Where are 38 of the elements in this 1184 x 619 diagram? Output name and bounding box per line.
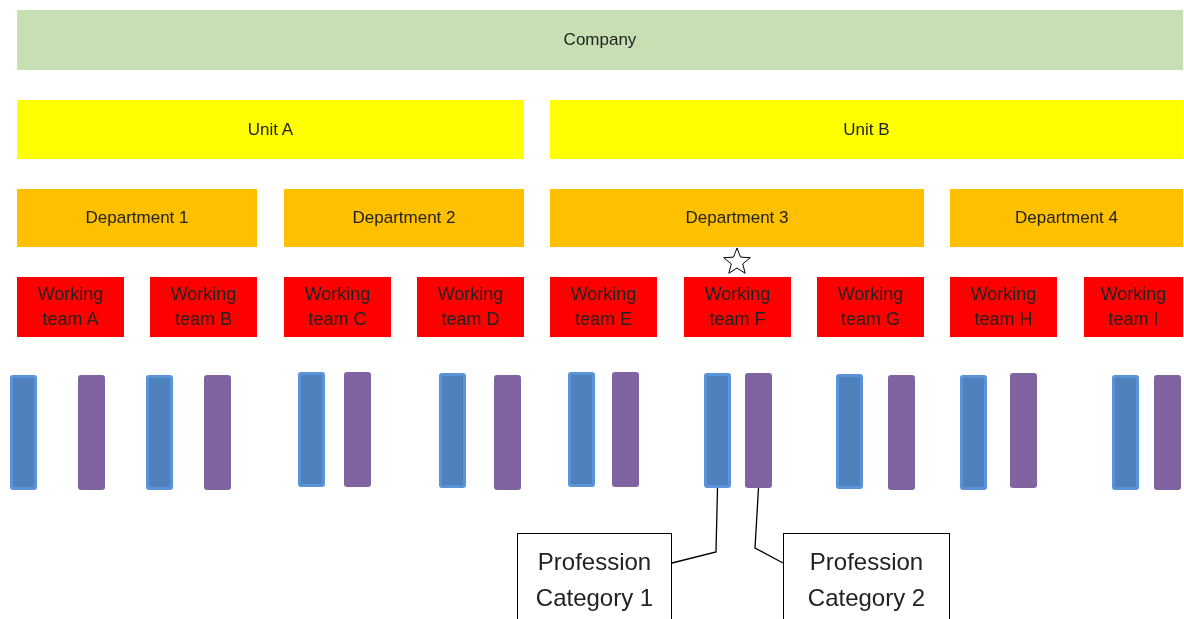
bar — [1010, 373, 1037, 488]
leader-line — [671, 487, 719, 564]
bar — [745, 373, 772, 488]
team-box: Working team B — [150, 277, 257, 337]
bar — [204, 375, 231, 490]
team-box: Working team F — [684, 277, 791, 337]
bar — [568, 372, 595, 487]
department-band: Department 1 — [17, 189, 257, 247]
bar — [439, 373, 466, 488]
team-box: Working team I — [1084, 277, 1183, 337]
bar — [1112, 375, 1139, 490]
bar — [612, 372, 639, 487]
bar — [704, 373, 731, 488]
unit-band: Unit A — [17, 100, 524, 159]
bar — [960, 375, 987, 490]
bar — [344, 372, 371, 487]
department-band: Department 3 — [550, 189, 924, 247]
bar — [146, 375, 173, 490]
team-box: Working team G — [817, 277, 924, 337]
team-box: Working team H — [950, 277, 1057, 337]
department-band: Department 4 — [950, 189, 1183, 247]
bar — [836, 374, 863, 489]
callout-box: Profession Category 2 — [783, 533, 950, 619]
team-box: Working team C — [284, 277, 391, 337]
team-box: Working team D — [417, 277, 524, 337]
bar — [888, 375, 915, 490]
top-level-band: Company — [17, 10, 1183, 70]
callout-box: Profession Category 1 — [517, 533, 672, 619]
unit-band: Unit B — [550, 100, 1183, 159]
bar — [10, 375, 37, 490]
bar — [1154, 375, 1181, 490]
bar — [298, 372, 325, 487]
team-box: Working team A — [17, 277, 124, 337]
team-box: Working team E — [550, 277, 657, 337]
department-band: Department 2 — [284, 189, 524, 247]
bar — [78, 375, 105, 490]
bar — [494, 375, 521, 490]
leader-line — [754, 487, 784, 564]
